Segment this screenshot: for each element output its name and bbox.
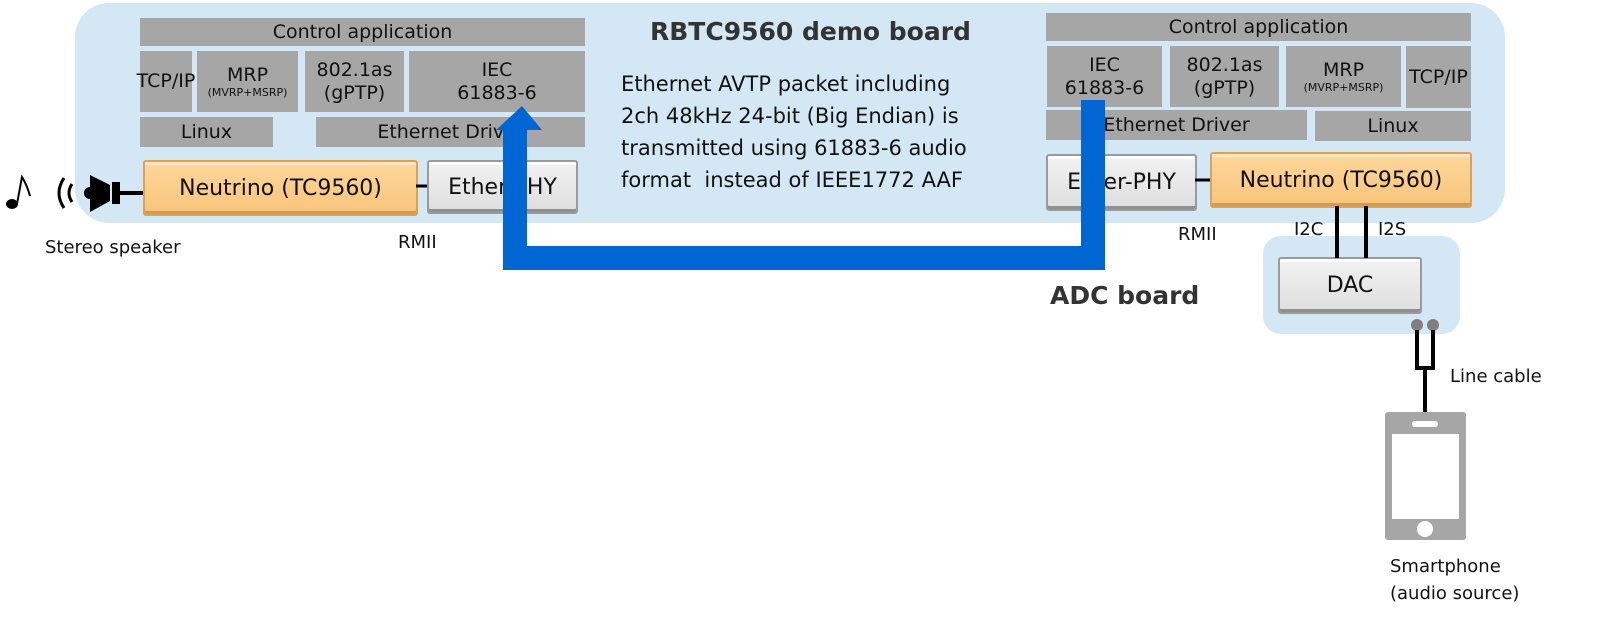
packet-description: Ethernet AVTP packet including 2ch 48kHz… [621,72,967,192]
arrow-head [496,106,542,130]
left-mrp-label: MRP [226,63,269,86]
left-rmii-label: RMII [398,232,437,253]
left-eth-driver: Ethernet Driver [316,117,585,147]
speaker-icon [84,175,143,212]
left-mrp-sub: (MVRP+MSRP) [207,86,288,100]
left-mrp: MRP (MVRP+MSRP) [197,51,298,112]
right-linux: Linux [1315,111,1471,141]
phone-label-2: (audio source) [1390,583,1520,604]
demo-board-title: RBTC9560 demo board [650,17,971,46]
right-gptp-1: 802.1as [1186,53,1263,76]
left-iec-2: 61883-6 [457,81,537,104]
left-gptp: 802.1as (gPTP) [305,51,404,112]
i2s-label: I2S [1378,219,1407,240]
left-ether-phy: Ether-PHY [427,160,578,214]
adc-board-title: ADC board [1050,281,1200,310]
left-control-app: Control application [140,18,585,46]
phone-label-1: Smartphone [1390,556,1501,577]
left-gptp-2: (gPTP) [323,81,386,104]
left-linux: Linux [140,117,273,147]
sound-wave-icon [57,177,74,209]
line-cable [1411,319,1439,413]
right-control-app: Control application [1046,13,1471,41]
data-flow-arrow [503,100,1105,270]
cable-label: Line cable [1450,366,1542,387]
left-neutrino-chip: Neutrino (TC9560) [143,160,418,216]
left-iec: IEC 61883-6 [409,51,585,112]
right-rmii-label: RMII [1178,224,1217,245]
right-mrp-label: MRP [1322,58,1365,81]
right-iec-2: 61883-6 [1064,76,1145,99]
left-tcpip: TCP/IP [137,51,195,112]
music-note-icon [6,174,31,209]
right-gptp-2: (gPTP) [1193,76,1256,99]
right-mrp-sub: (MVRP+MSRP) [1303,81,1384,95]
right-neutrino-chip: Neutrino (TC9560) [1210,152,1472,208]
speaker-label: Stereo speaker [45,237,181,258]
right-tcpip: TCP/IP [1406,46,1471,108]
right-iec: IEC 61883-6 [1047,46,1162,107]
i2c-label: I2C [1294,219,1324,240]
dac-chip: DAC [1278,257,1422,314]
left-iec-1: IEC [481,58,513,81]
smartphone-icon [1385,412,1466,540]
right-mrp: MRP (MVRP+MSRP) [1286,46,1401,107]
right-iec-1: IEC [1089,53,1120,76]
right-gptp: 802.1as (gPTP) [1170,46,1279,107]
left-gptp-1: 802.1as [316,58,393,81]
